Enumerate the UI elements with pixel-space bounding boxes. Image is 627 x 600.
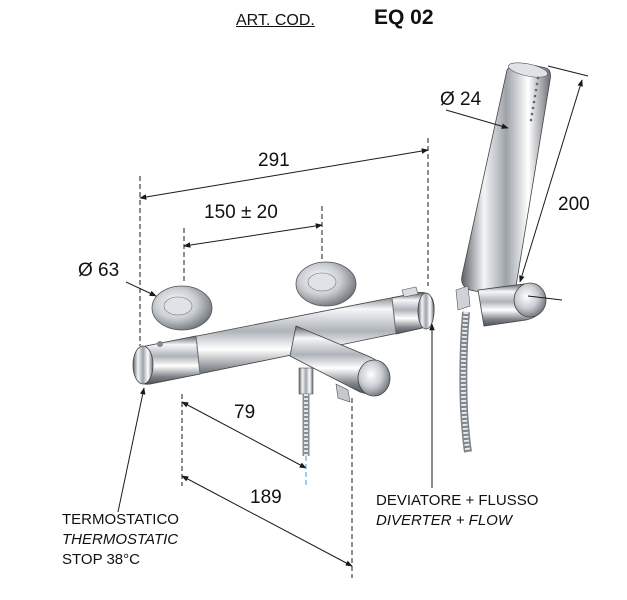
diverter-note-it: DEVIATORE + FLUSSO bbox=[376, 492, 539, 509]
leader-thermostat bbox=[117, 387, 146, 513]
hand-shower-diameter-label: Ø 24 bbox=[440, 89, 482, 110]
diverter-note-en: DIVERTER + FLOW bbox=[376, 512, 512, 529]
shower-hose bbox=[459, 311, 472, 453]
dimension-line-79 bbox=[181, 401, 307, 469]
thermostat-note-it: TERMOSTATICO bbox=[62, 511, 179, 528]
overall-width-label: 291 bbox=[258, 150, 290, 171]
mixer-illustration bbox=[132, 261, 435, 456]
right-wall-rose bbox=[295, 261, 357, 307]
dimension-line-200 bbox=[519, 79, 583, 283]
dimension-lines bbox=[117, 65, 589, 578]
dimension-line-291 bbox=[139, 148, 429, 200]
spout-projection-label: 79 bbox=[234, 402, 256, 423]
leader-rose-diameter bbox=[125, 281, 157, 297]
dimension-line-189 bbox=[181, 475, 353, 567]
article-code-value: EQ 02 bbox=[374, 6, 434, 29]
total-depth-label: 189 bbox=[250, 487, 282, 508]
hand-shower-illustration bbox=[455, 62, 551, 453]
dimension-line-150 bbox=[183, 223, 323, 248]
centres-label: 150 ± 20 bbox=[204, 202, 278, 223]
rose-diameter-label: Ø 63 bbox=[78, 260, 120, 281]
shower-bracket bbox=[455, 282, 547, 327]
article-code-label: ART. COD. bbox=[236, 12, 315, 29]
leader-shower-diameter bbox=[445, 109, 509, 129]
thermostat-note-en: THERMOSTATIC bbox=[62, 531, 179, 548]
hand-shower-length-label: 200 bbox=[558, 194, 590, 215]
left-wall-rose bbox=[151, 285, 213, 331]
thermostat-stop-note: STOP 38°C bbox=[62, 551, 140, 568]
outlet-hose bbox=[298, 367, 314, 456]
